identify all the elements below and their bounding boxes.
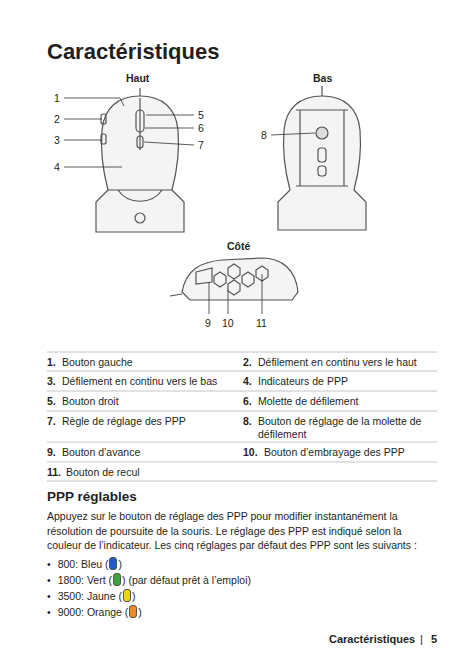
table-cell: Défilement en continu vers le haut [258, 356, 437, 369]
item-number: 9. [47, 446, 56, 459]
legend-text: 3500: Jaune ( [58, 590, 122, 602]
legend-row: • 9000: Orange () [47, 605, 142, 618]
callout-number: 11 [256, 317, 267, 330]
body-text: Appuyez sur le bouton de réglage des PPP… [47, 509, 439, 553]
view-label: Côté [227, 240, 250, 253]
table-cell: Molette de défilement [258, 395, 437, 408]
item-number: 8. [243, 415, 252, 428]
legend-text: ) [118, 558, 122, 570]
footer-text: Caractéristiques [329, 633, 415, 647]
callout-number: 4 [54, 161, 60, 174]
view-label: Haut [126, 72, 149, 85]
callout-number: 8 [261, 129, 267, 142]
footer-text: 5 [431, 633, 437, 647]
legend-swatch [123, 589, 131, 602]
legend-swatch [109, 557, 117, 570]
callout-number: 2 [54, 113, 60, 126]
bullet: • [47, 606, 51, 618]
item-number: 1. [47, 356, 56, 369]
legend-swatch [113, 573, 121, 586]
callout-number: 10 [222, 317, 234, 330]
item-number: 10. [243, 446, 258, 459]
legend-text: 800: Bleu ( [58, 558, 109, 570]
table-cell: Bouton gauche [62, 356, 133, 369]
legend-row: • 1800: Vert ( ) (par défaut prêt à l’empl… [47, 573, 251, 586]
view-label: Bas [313, 72, 332, 85]
table-cell: Bouton de réglage de la molette de défil… [258, 415, 437, 441]
item-number: 4. [243, 375, 252, 388]
item-number: 2. [243, 356, 252, 369]
table-cell: Bouton d’embrayage des PPP [264, 446, 437, 459]
callout-number: 9 [205, 317, 211, 330]
legend-text: ) [138, 606, 142, 618]
legend-row: • 3500: Jaune () [47, 589, 135, 602]
table-cell: Bouton d’avance [62, 446, 140, 459]
callout-number: 3 [54, 134, 60, 147]
legend-text: ) [132, 590, 136, 602]
legend-swatch [129, 605, 137, 618]
callout-number: 5 [198, 109, 204, 122]
table-cell: Bouton droit [62, 395, 119, 408]
callout-number: 7 [198, 139, 204, 152]
legend-row: • 800: Bleu () [47, 557, 122, 570]
legend-text: 1800: Vert ( [58, 574, 112, 586]
item-number: 3. [47, 375, 56, 388]
legend-text: ) (par défaut prêt à l’emploi) [122, 574, 251, 586]
bullet: • [47, 590, 51, 602]
item-number: 5. [47, 395, 56, 408]
bullet: • [47, 558, 51, 570]
footer-text: | [420, 633, 423, 647]
callout-number: 1 [54, 92, 60, 105]
callout-number: 6 [198, 122, 204, 135]
section-heading: PPP réglables [47, 489, 137, 506]
table-cell: Bouton de recul [66, 466, 140, 479]
table-cell: Règle de réglage des PPP [62, 415, 186, 428]
item-number: 6. [243, 395, 252, 408]
table-cell: Indicateurs de PPP [258, 375, 437, 388]
legend-text: 9000: Orange ( [58, 606, 129, 618]
bullet: • [47, 574, 51, 586]
item-number: 7. [47, 415, 56, 428]
table-cell: Défilement en continu vers le bas [62, 375, 217, 388]
item-number: 11. [47, 466, 61, 479]
page-title: Caractéristiques [47, 38, 219, 66]
